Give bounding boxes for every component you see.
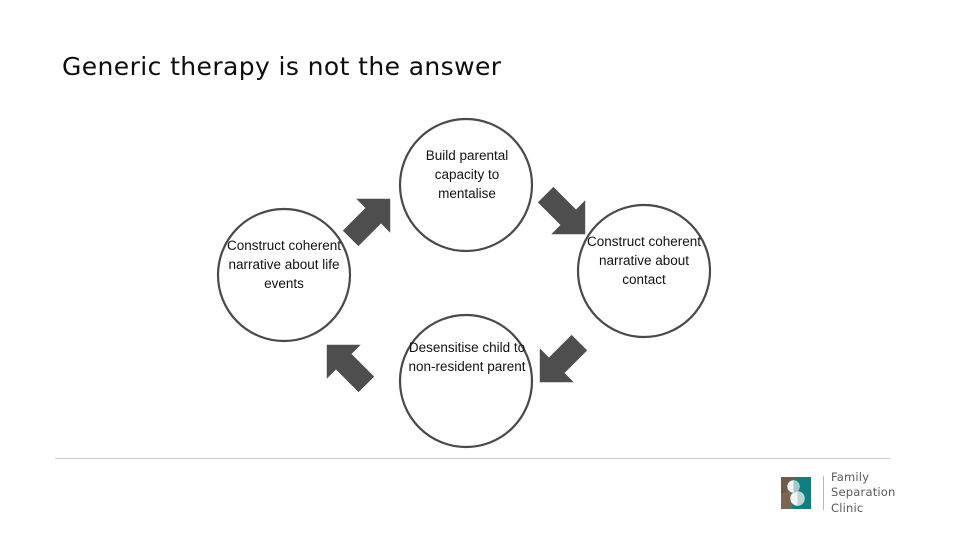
family-separation-clinic-mark-icon — [781, 477, 811, 509]
arrow-right-to-bottom-icon — [539, 334, 588, 383]
logo-divider — [823, 476, 824, 510]
page-title: Generic therapy is not the answer — [62, 52, 502, 81]
logo-line-2: Separation — [831, 485, 896, 500]
footer-divider — [55, 458, 890, 459]
arrow-left-to-top-icon — [342, 198, 391, 247]
arrow-top-to-right-icon — [537, 186, 586, 235]
brand-logo: Family Separation Clinic — [778, 470, 898, 516]
cycle-node-build-parental-capacity[interactable] — [398, 117, 534, 253]
arrow-bottom-to-left-icon — [326, 344, 375, 393]
cycle-node-narrative-life-events[interactable] — [216, 207, 352, 343]
cycle-node-narrative-contact[interactable] — [576, 203, 712, 339]
cycle-node-desensitise-child[interactable] — [398, 313, 534, 449]
logo-line-3: Clinic — [831, 500, 864, 515]
logo-wordmark: Family Separation Clinic — [831, 470, 896, 516]
logo-line-1: Family — [831, 470, 870, 485]
